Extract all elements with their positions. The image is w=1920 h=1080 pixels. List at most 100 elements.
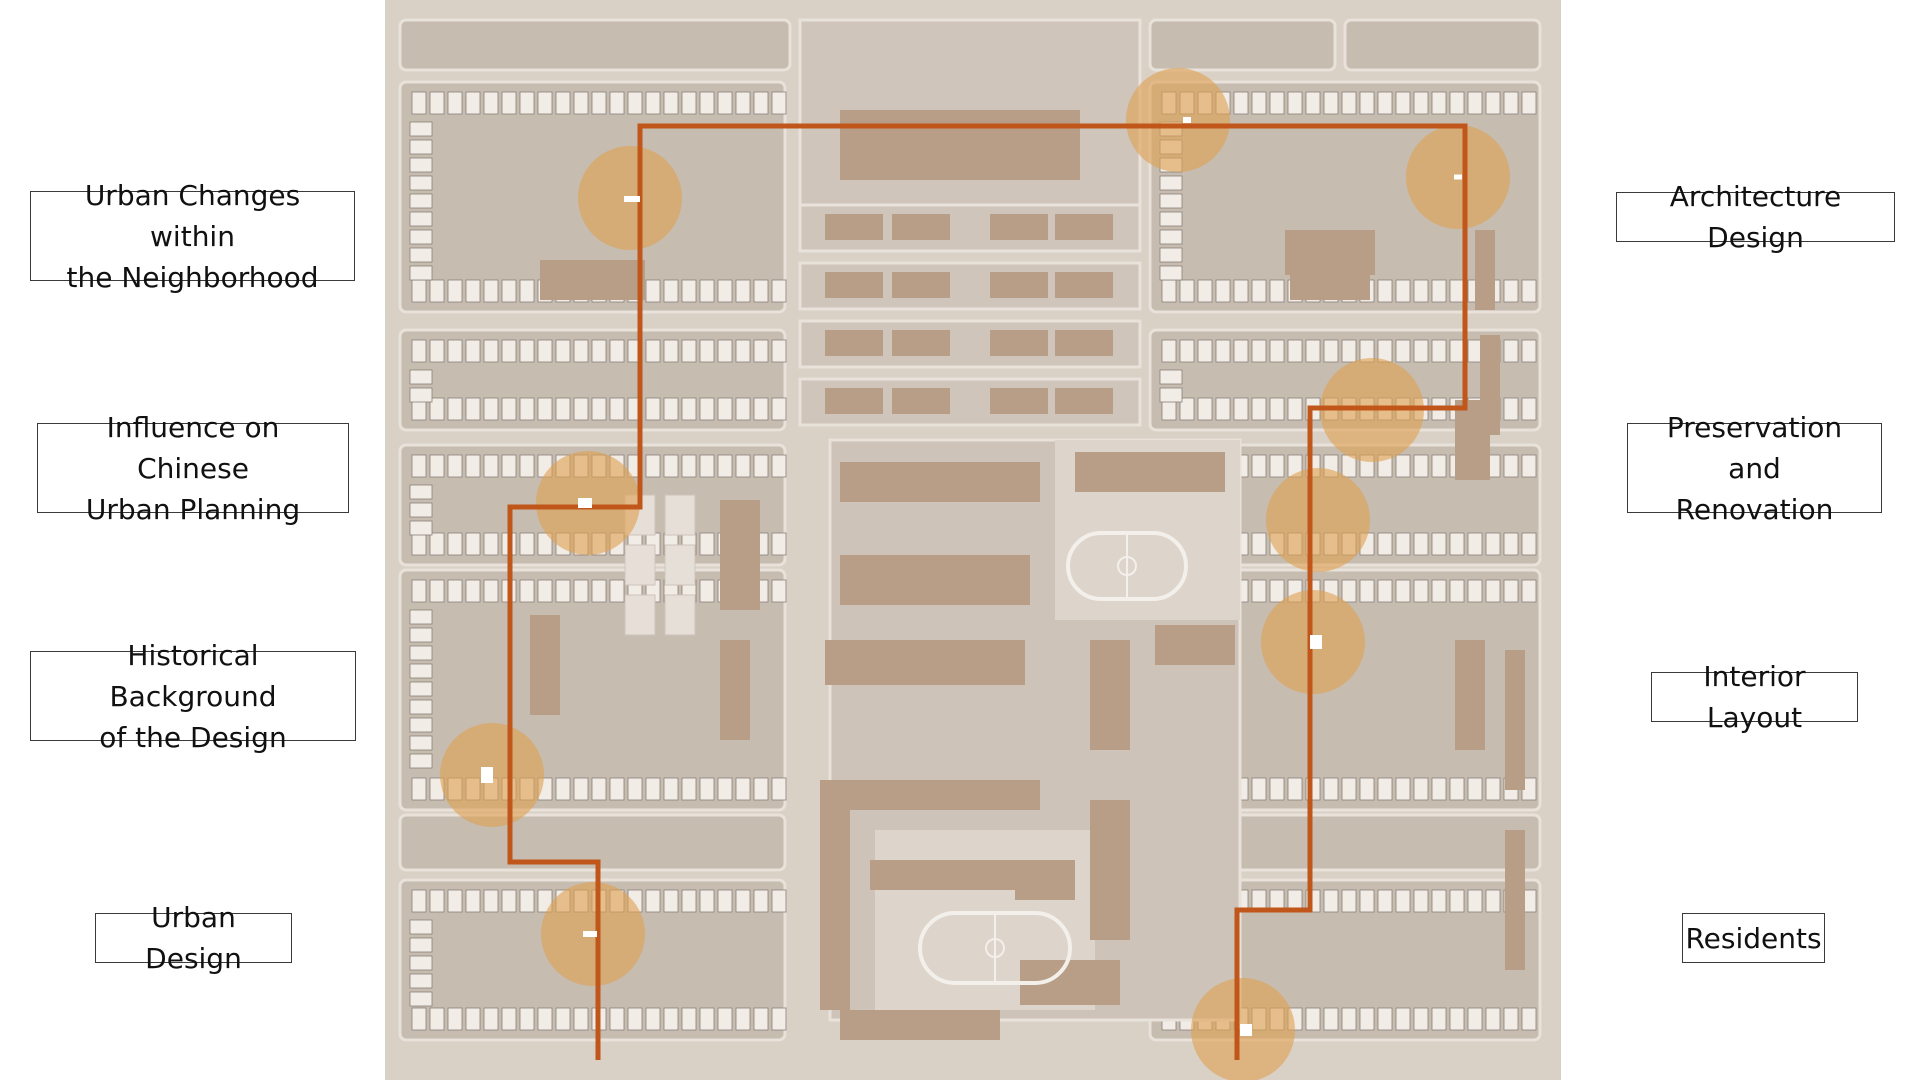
residential-building: [663, 454, 679, 478]
civic-building: [1055, 388, 1113, 414]
residential-building: [519, 397, 535, 421]
residential-building: [1521, 397, 1537, 421]
civic-building: [840, 110, 1080, 180]
residential-building: [1449, 1007, 1465, 1031]
residential-building: [573, 777, 589, 801]
residential-building: [465, 1007, 481, 1031]
residential-building: [1159, 247, 1183, 263]
residential-building: [645, 1007, 661, 1031]
residential-building: [771, 339, 787, 363]
residential-building: [1341, 889, 1357, 913]
residential-building: [609, 339, 625, 363]
parking-area: [624, 544, 656, 586]
residential-building: [699, 279, 715, 303]
civic-building: [825, 640, 1025, 685]
civic-building: [990, 214, 1048, 240]
residential-building: [1503, 339, 1519, 363]
residential-building: [1395, 579, 1411, 603]
sports-field-lower-center: [985, 938, 1005, 958]
residential-building: [591, 777, 607, 801]
residential-building: [1413, 279, 1429, 303]
civic-building: [1090, 800, 1130, 940]
residential-building: [753, 279, 769, 303]
residential-building: [753, 91, 769, 115]
residential-building: [465, 889, 481, 913]
residential-building: [645, 91, 661, 115]
residential-building: [1521, 454, 1537, 478]
civic-building: [825, 272, 883, 298]
residential-building: [591, 339, 607, 363]
residential-building: [1159, 229, 1183, 245]
residential-building: [1467, 339, 1483, 363]
topic-architecture-design: Architecture Design: [1616, 180, 1895, 254]
route-stop: [624, 196, 640, 202]
civic-building: [820, 810, 850, 1010]
residential-building: [1521, 91, 1537, 115]
residential-building: [1269, 579, 1285, 603]
civic-building: [1055, 330, 1113, 356]
residential-building: [1449, 91, 1465, 115]
residential-building: [681, 339, 697, 363]
residential-building: [1269, 397, 1285, 421]
terrace-building: [1505, 830, 1525, 970]
residential-building: [411, 454, 427, 478]
residential-building: [519, 889, 535, 913]
residential-building: [409, 753, 433, 769]
residential-building: [645, 279, 661, 303]
civic-building: [1090, 640, 1130, 750]
residential-building: [501, 1007, 517, 1031]
residential-building: [1521, 532, 1537, 556]
residential-building: [771, 397, 787, 421]
residential-building: [1341, 91, 1357, 115]
route-stop: [1310, 635, 1322, 649]
residential-building: [753, 339, 769, 363]
residential-building: [555, 777, 571, 801]
residential-building: [609, 1007, 625, 1031]
residential-building: [681, 1007, 697, 1031]
civic-building: [990, 330, 1048, 356]
civic-building: [870, 860, 1020, 890]
civic-building: [990, 272, 1048, 298]
terrace-building: [1505, 650, 1525, 790]
residential-building: [663, 339, 679, 363]
residential-building: [411, 579, 427, 603]
residential-building: [447, 454, 463, 478]
residential-building: [537, 397, 553, 421]
residential-building: [1449, 579, 1465, 603]
residential-building: [409, 627, 433, 643]
residential-building: [717, 397, 733, 421]
residential-building: [409, 211, 433, 227]
residential-building: [429, 889, 445, 913]
residential-building: [1395, 279, 1411, 303]
residential-building: [1431, 579, 1447, 603]
residential-building: [1159, 211, 1183, 227]
residential-building: [717, 777, 733, 801]
residential-building: [645, 777, 661, 801]
residential-building: [699, 91, 715, 115]
residential-building: [681, 454, 697, 478]
residential-building: [447, 579, 463, 603]
residential-building: [1341, 339, 1357, 363]
residential-building: [699, 777, 715, 801]
residential-building: [1159, 369, 1183, 385]
residential-building: [1179, 339, 1195, 363]
residential-building: [411, 777, 427, 801]
residential-building: [411, 91, 427, 115]
residential-building: [771, 532, 787, 556]
civic-building: [990, 388, 1048, 414]
residential-building: [429, 454, 445, 478]
residential-building: [609, 397, 625, 421]
residential-building: [1485, 579, 1501, 603]
residential-building: [519, 91, 535, 115]
residential-building: [699, 397, 715, 421]
residential-building: [591, 397, 607, 421]
residential-building: [735, 91, 751, 115]
residential-building: [1521, 579, 1537, 603]
residential-building: [1485, 532, 1501, 556]
residential-building: [1269, 339, 1285, 363]
residential-building: [1323, 1007, 1339, 1031]
residential-building: [1413, 532, 1429, 556]
residential-building: [519, 532, 535, 556]
residential-building: [1323, 889, 1339, 913]
